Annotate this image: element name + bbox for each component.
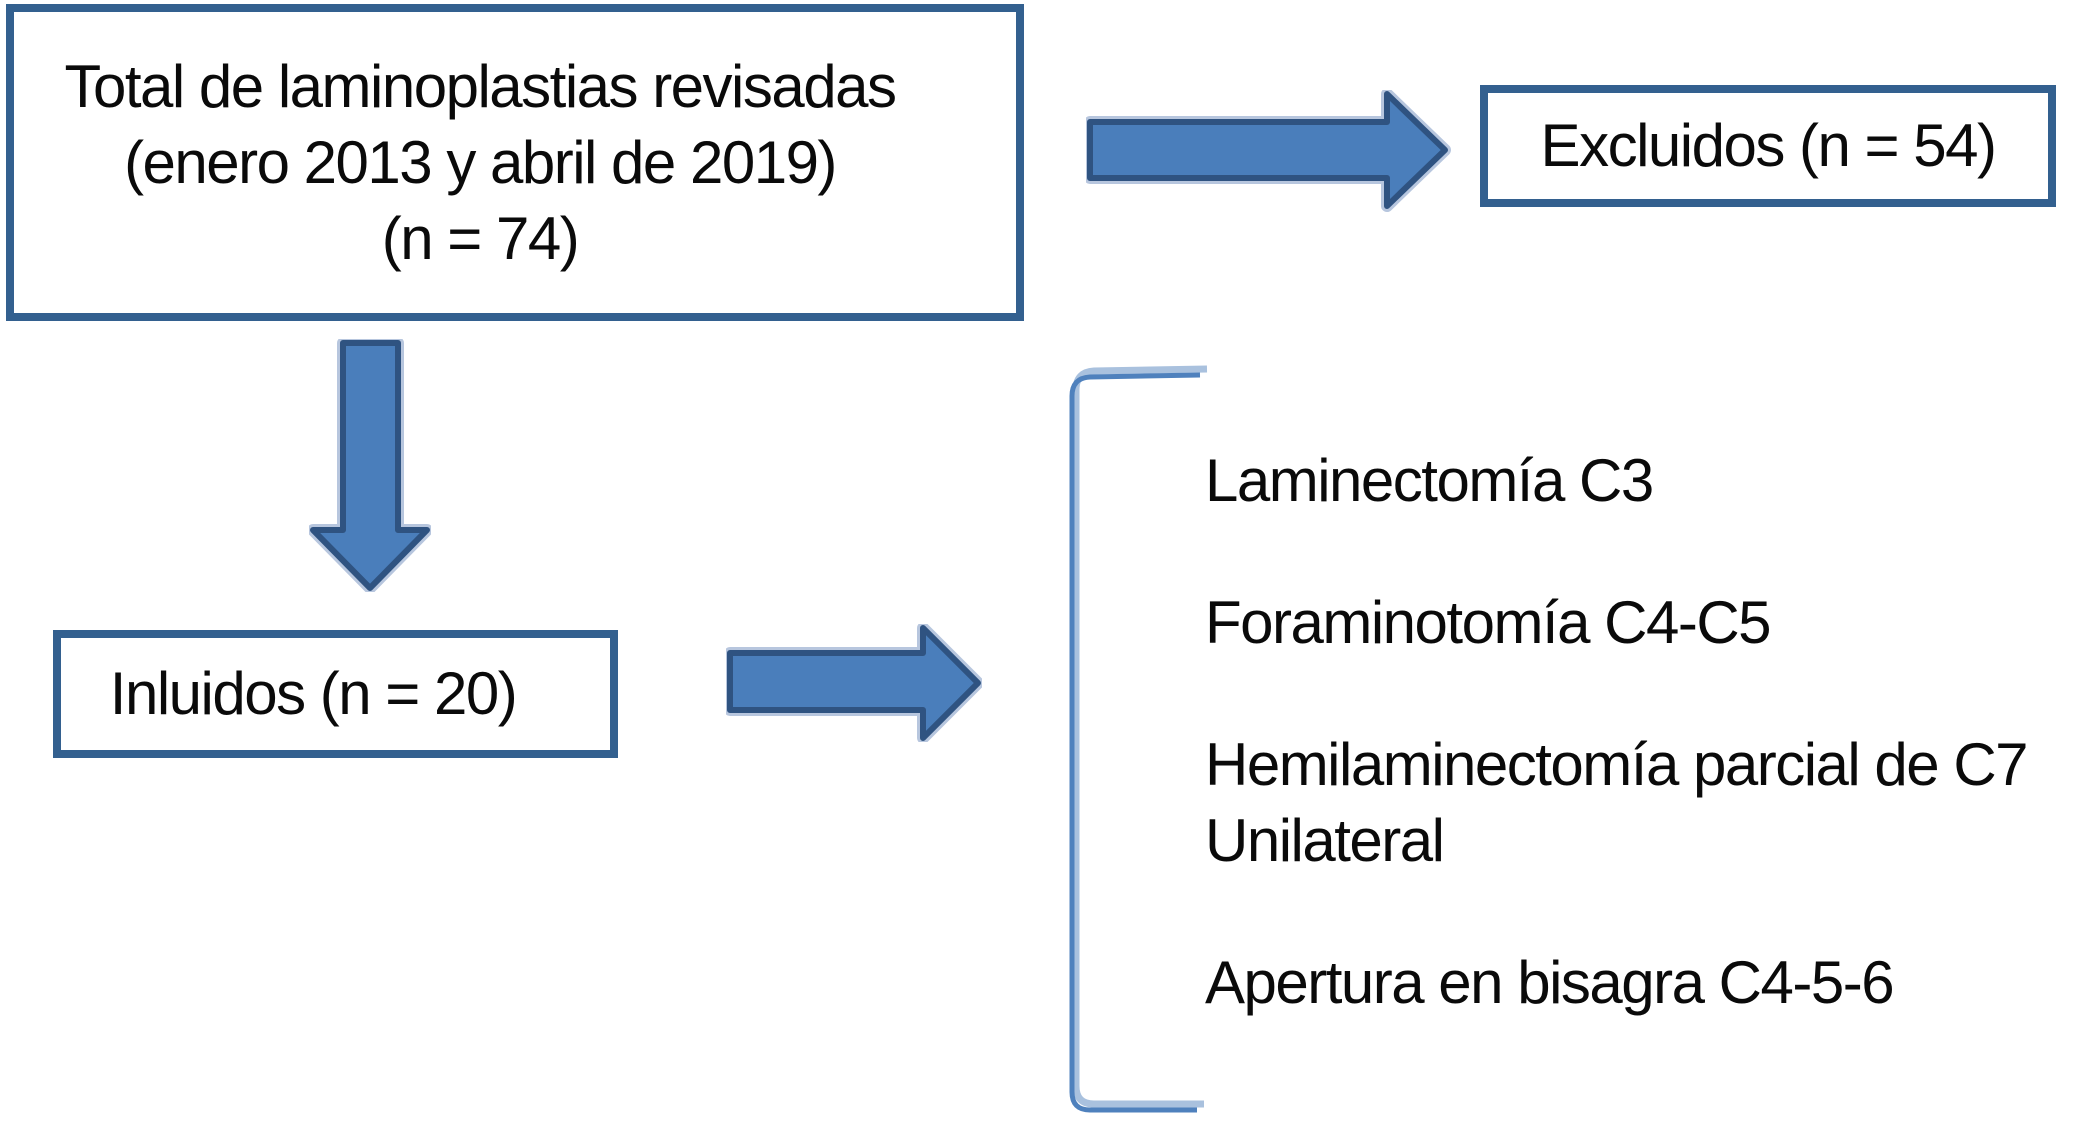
- procedure-label: Foraminotomía C4-C5: [1205, 589, 1772, 656]
- procedure-label: Apertura en bisagra C4-5-6: [1205, 949, 1895, 1016]
- arrow-right-icon: [1086, 90, 1451, 212]
- procedure-label: Laminectomía C3: [1205, 447, 1654, 514]
- arrow-down-icon: [309, 339, 431, 592]
- list-item: Laminectomía C3: [1205, 443, 2085, 519]
- box-excluded: Excluidos (n = 54): [1480, 85, 2056, 207]
- box-excluded-label: Excluidos (n = 54): [1540, 112, 1997, 179]
- list-item: Hemilaminectomía parcial de C7 Unilatera…: [1205, 727, 2085, 879]
- list-item: Apertura en bisagra C4-5-6: [1205, 945, 2085, 1021]
- bracket-icon: [1069, 365, 1208, 1113]
- box-total-laminoplasties: Total de laminoplastias revisadas (enero…: [6, 4, 1024, 321]
- box-total-line-3: (n = 74): [381, 204, 580, 272]
- arrow-right-icon: [726, 624, 982, 742]
- box-total-line-2: (enero 2013 y abril de 2019): [124, 128, 837, 196]
- box-included-label: Inluidos (n = 20): [109, 660, 518, 727]
- list-item: Foraminotomía C4-C5: [1205, 585, 2085, 661]
- procedure-label: Unilateral: [1205, 807, 1445, 874]
- procedure-label: Hemilaminectomía parcial de C7: [1205, 731, 2029, 798]
- procedure-list: Laminectomía C3 Foraminotomía C4-C5 Hemi…: [1205, 443, 2085, 1021]
- box-included: Inluidos (n = 20): [53, 630, 618, 758]
- box-total-line-1: Total de laminoplastias revisadas: [64, 52, 897, 120]
